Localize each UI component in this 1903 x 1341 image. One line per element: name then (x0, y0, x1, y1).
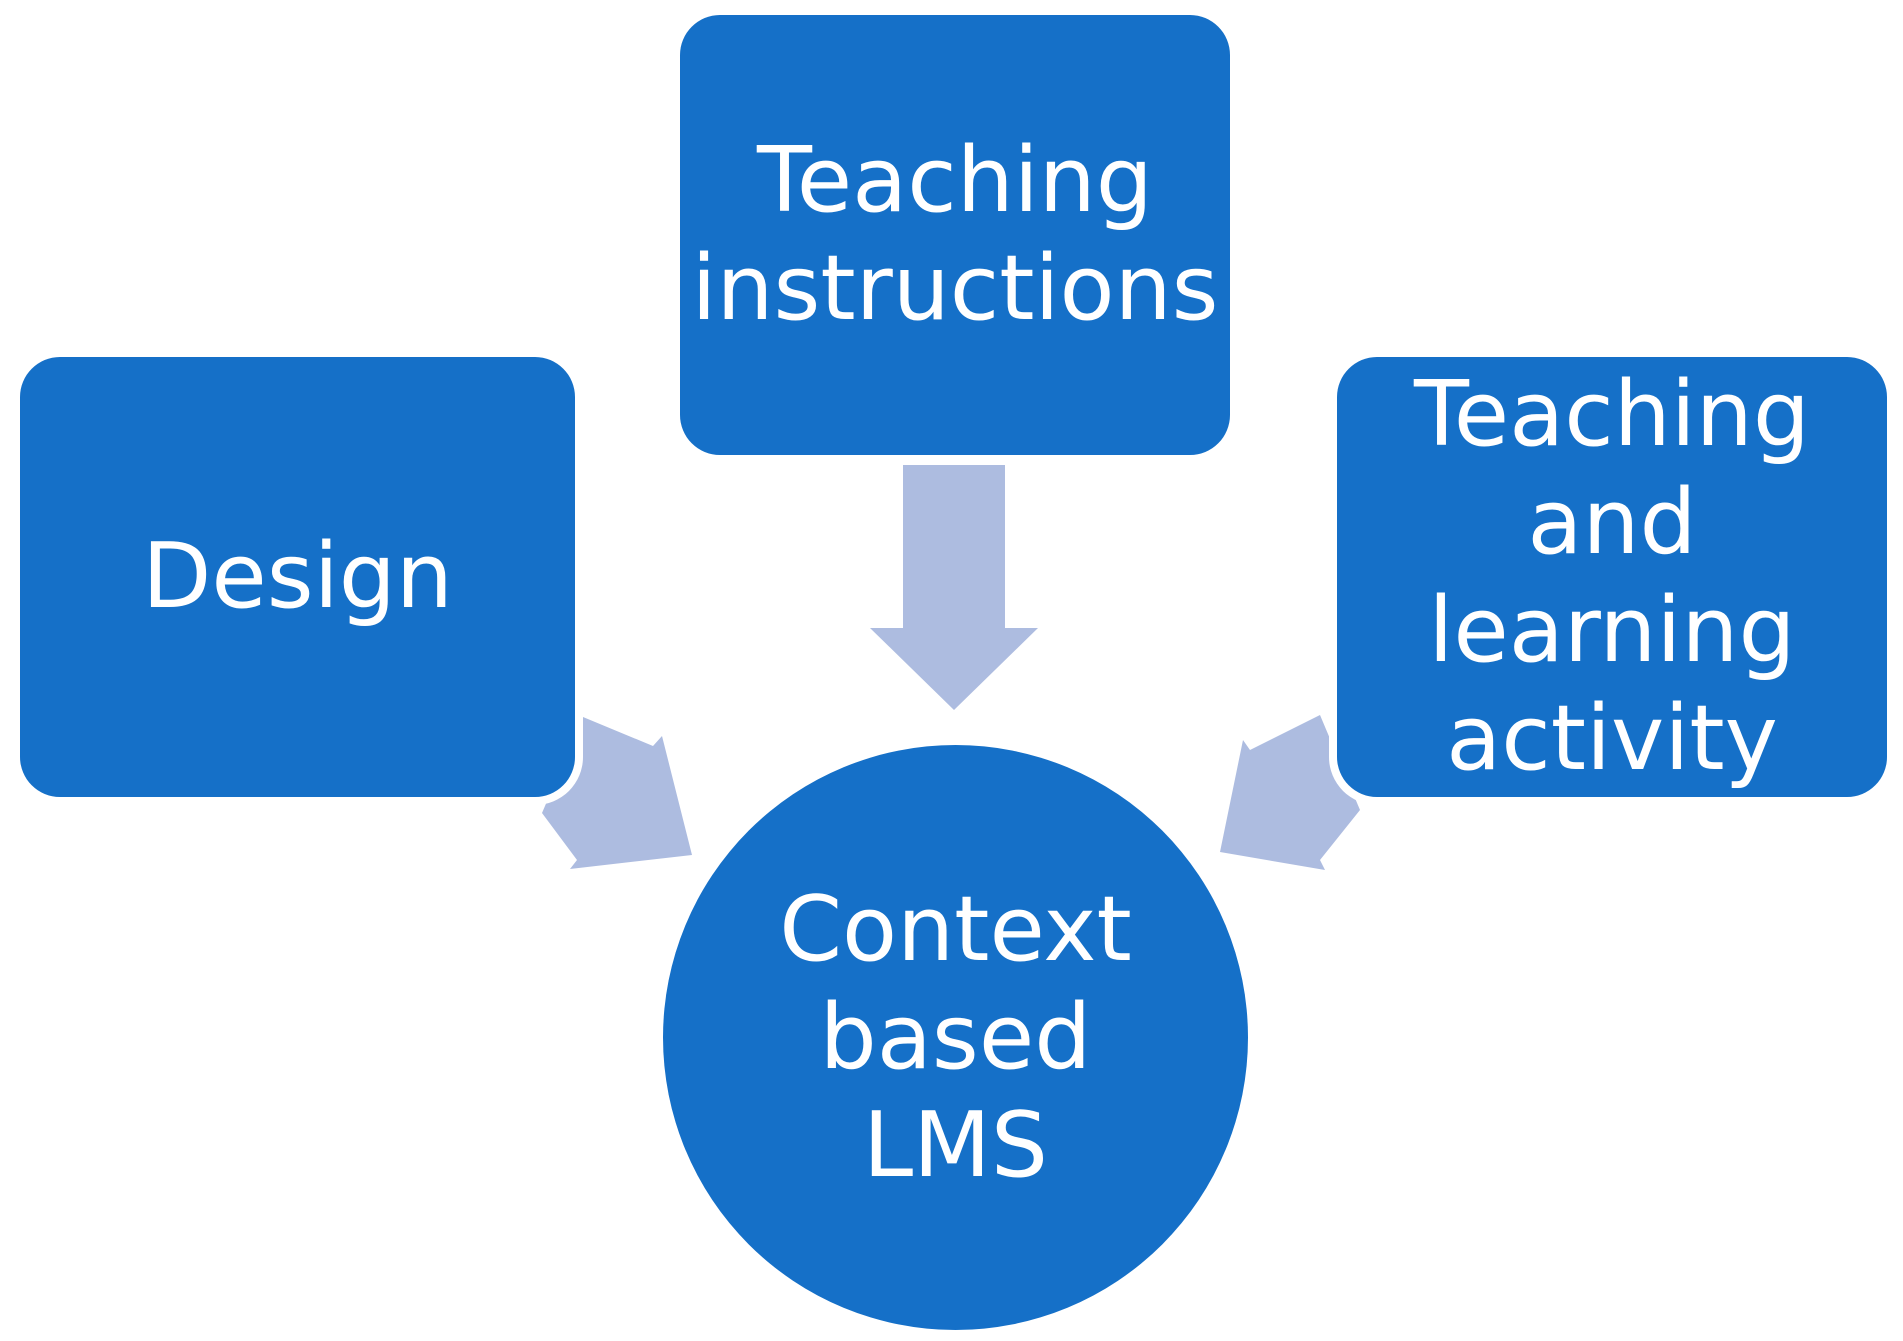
node-teaching-instructions-label: Teaching instructions (691, 128, 1219, 341)
node-design: Design (20, 357, 575, 797)
node-context-based-lms: Context based LMS (663, 745, 1248, 1330)
node-design-label: Design (142, 524, 453, 629)
arrow-down-left-icon (1220, 715, 1360, 870)
arrow-down-right-icon (542, 717, 692, 869)
node-teaching-learning-activity-label: Teaching and learning activity (1414, 362, 1810, 791)
node-teaching-learning-activity: Teaching and learning activity (1337, 357, 1887, 797)
node-context-based-lms-label: Context based LMS (779, 876, 1132, 1198)
arrow-down-icon (870, 465, 1038, 710)
node-teaching-instructions: Teaching instructions (680, 15, 1230, 455)
